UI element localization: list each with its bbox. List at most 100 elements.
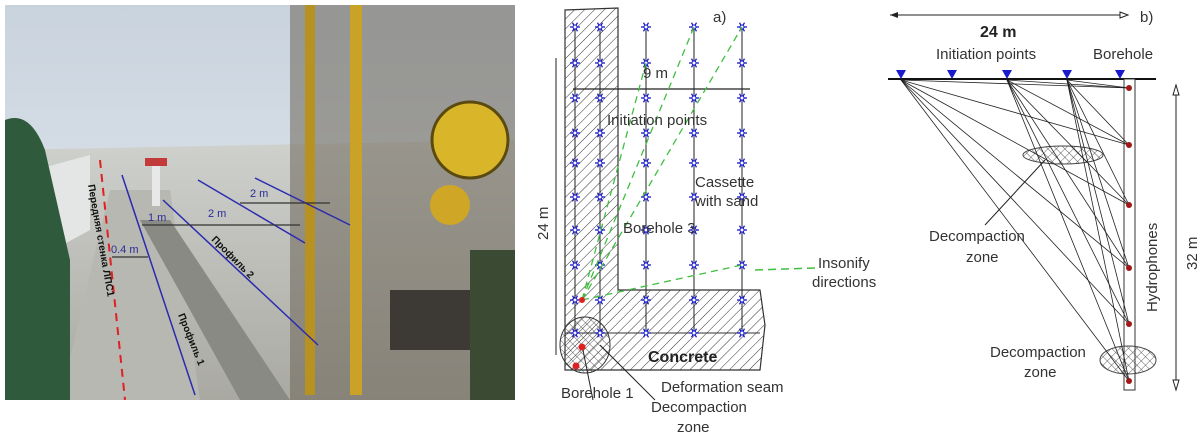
initiation-point-icon [737,58,747,68]
initiation-point-icon [689,328,699,338]
ray-path [1006,79,1130,146]
initiation-point-icon [570,192,580,202]
ray-path [1006,79,1130,325]
initiation-point-icon [641,295,651,305]
initiation-point-icon [595,192,605,202]
distance-2m-a: 2 m [208,208,226,220]
label-deformation-seam: Deformation seam [661,379,784,396]
initiation-point-icon [595,22,605,32]
initiation-point-icon [1115,70,1125,79]
initiation-point-icon [570,225,580,235]
insonify-leader [754,267,816,271]
initiation-point-icon [570,128,580,138]
initiation-point-icon [896,70,906,79]
hydrophone-icon [1126,202,1132,208]
initiation-point-icon [641,225,651,235]
initiation-point-icon [689,158,699,168]
label-9m: 9 m [643,65,668,82]
initiation-point-icon [689,22,699,32]
initiation-point-icon [595,328,605,338]
label-decompaction-b2: Decompaction [990,344,1086,361]
label-with-sand: with sand [694,193,758,210]
label-decompaction-b1: Decompaction [929,228,1025,245]
insonify-direction [581,62,647,301]
initiation-point-icon [737,93,747,103]
initiation-point-icon [641,260,651,270]
label-cassette: Cassette [695,174,754,191]
initiation-point-icon [641,22,651,32]
hydrophone-icon [1126,142,1132,148]
initiation-point-icon [595,295,605,305]
label-zone: zone [677,419,710,436]
label-insonify: Insonify [818,255,870,272]
hydrophone-icon [1126,85,1132,91]
insonify-direction [581,264,743,301]
initiation-point-icon [737,328,747,338]
initiation-point-icon [689,225,699,235]
initiation-point-icon [570,22,580,32]
hydrophone-icon [1126,378,1132,384]
diagram-a: a) 9 m 24 m Initiation points Cassette w… [535,7,876,436]
initiation-point-icon [737,158,747,168]
initiation-point-icon [689,128,699,138]
initiation-point-icon [641,328,651,338]
label-concrete: Concrete [648,349,717,366]
marker-post [145,158,167,166]
ray-path [1066,79,1130,382]
initiation-point-icon [570,328,580,338]
concrete-wall [564,7,766,371]
borehole1-marker-2 [572,362,580,370]
ray-path [900,79,1130,382]
initiation-point-icon [570,58,580,68]
initiation-point-icon [689,58,699,68]
initiation-point-icon [689,295,699,305]
site-photo: 0.4 m 1 m 2 m 2 m Передняя стенка ЛПС1 П… [5,5,515,401]
decompaction-zone-b2 [1099,345,1157,375]
ray-path [900,79,1130,206]
ray-path [1006,79,1130,269]
label-borehole1: Borehole 1 [561,385,634,402]
drilling-rig [290,5,515,400]
initiation-point-icon [595,128,605,138]
diagram-b: b) 24 m Initiation points Borehole Hydro… [888,9,1200,392]
profile1-line [121,174,196,396]
label-initiation-points: Initiation points [607,112,707,129]
initiation-point-icon [595,225,605,235]
label-32m: 32 m [1184,237,1200,270]
ray-path [1066,79,1130,269]
rail-track [140,220,290,400]
initiation-point-icon [1062,70,1072,79]
panel-a-label: a) [713,9,726,26]
initiation-point-icon [1002,70,1012,79]
ray-path [1066,79,1130,325]
initiation-point-icon [641,192,651,202]
borehole-b [1123,78,1136,391]
ray-path [1066,79,1130,89]
label-decompaction: Decompaction [651,399,747,416]
initiation-point-icon [595,58,605,68]
label-borehole-b: Borehole [1093,46,1153,63]
hydrophone-icon [1126,321,1132,327]
ray-path [900,79,1130,146]
initiation-point-icon [595,93,605,103]
ray-path [1066,79,1130,146]
label-24m: 24 m [535,207,552,240]
borehole3-marker [579,297,585,303]
decompaction-zone-a [559,316,611,374]
ray-path [1066,79,1130,206]
initiation-point-icon [737,225,747,235]
wall-line [99,159,126,401]
initiation-point-icon [689,192,699,202]
initiation-point-icon [641,158,651,168]
hydrophone-icon [1126,265,1132,271]
initiation-point-icon [737,128,747,138]
initiation-point-icon [737,295,747,305]
ray-path [1006,79,1130,382]
person-left [5,118,70,400]
initiation-point-icon [570,158,580,168]
initiation-point-icon [595,158,605,168]
insonify-direction [581,26,695,301]
label-borehole3: Borehole 3 [623,220,696,237]
